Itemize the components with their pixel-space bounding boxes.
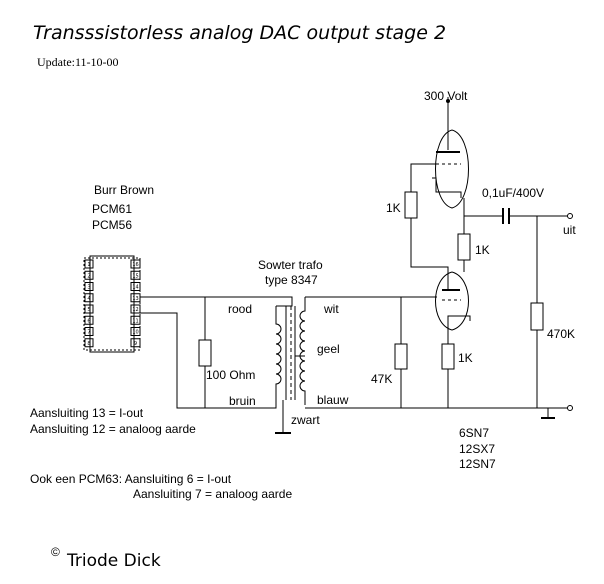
chip-pin-right [130, 270, 141, 280]
note-line: Aansluiting 13 = I-out [30, 406, 144, 420]
chip-pin-left [84, 282, 94, 291]
chip-pin-number: 2 [87, 273, 90, 279]
input-wiring [140, 296, 293, 409]
resistor-grid-1k-label: 1K [386, 201, 401, 215]
secondary-wiring [305, 296, 568, 409]
chip-pin-number: 1 [87, 262, 90, 268]
capacitor-label: 0,1uF/400V [482, 186, 544, 200]
capacitor [502, 208, 568, 224]
chip-pin-left [84, 338, 94, 348]
resistor-mid-1k-label: 1K [475, 243, 490, 257]
wire-label-bruin: bruin [229, 394, 256, 408]
chip-pin-right [130, 338, 141, 348]
chip-pin-left [84, 259, 94, 269]
output-terminal-signal [567, 213, 573, 219]
chip-pin-number: 11 [132, 318, 138, 324]
tube-type-label: 6SN7 [459, 426, 489, 440]
trafo-type-label: type 8347 [265, 273, 318, 287]
chip-pin-right [130, 304, 141, 314]
tube-upper [432, 104, 502, 234]
transformer [275, 297, 306, 434]
chip-pin-number: 16 [132, 262, 138, 268]
chip-pin-number: 14 [132, 285, 138, 291]
note-line: Aansluiting 12 = analoog aarde [30, 422, 196, 436]
supply-node [446, 99, 450, 103]
resistor-47k-label: 47K [371, 372, 392, 386]
chip-pin-left [84, 304, 94, 314]
tube-type-label: 12SN7 [459, 457, 496, 471]
copyright-symbol: © [51, 545, 60, 559]
trafo-name-label: Sowter trafo [258, 258, 323, 272]
copyright-author: Triode Dick [66, 551, 161, 571]
chip-pin-number: 9 [134, 341, 137, 347]
resistor-mid-1k [457, 233, 471, 261]
chip-pin-right [130, 327, 141, 336]
note-line: Aansluiting 7 = analoog aarde [133, 487, 292, 501]
chip-pin-number: 15 [132, 273, 138, 279]
chip-pin-number: 3 [87, 285, 90, 291]
resistor-cathode-1k [441, 343, 455, 370]
chip-pin-number: 7 [87, 330, 90, 336]
chip-pin-right [130, 315, 141, 325]
chip-pin-number: 13 [132, 296, 138, 302]
supply-label: 300 Volt [424, 89, 468, 103]
chip-pin-number: 6 [87, 318, 90, 324]
update-date: Update:11-10-00 [37, 55, 119, 69]
resistor-470k [530, 302, 544, 331]
output-terminal-ground [567, 405, 573, 411]
output-label: uit [563, 223, 576, 237]
chip-pin-left [84, 270, 94, 280]
chip-pin-number: 8 [87, 341, 90, 347]
chip-pin-right [130, 259, 141, 269]
chip-pin-right [130, 282, 141, 291]
chip-model-label: PCM56 [92, 218, 132, 232]
wire-label-geel: geel [317, 342, 340, 356]
chip-brand-label: Burr Brown [94, 183, 154, 197]
grid-resistor-wiring [410, 163, 449, 272]
tube-lower [435, 271, 471, 332]
chip-model-label: PCM61 [92, 202, 132, 216]
resistor-47k [394, 343, 408, 370]
chip-pin-number: 5 [87, 307, 90, 313]
chip-pin-right [130, 293, 141, 303]
page-title: Transssistorless analog DAC output stage… [33, 22, 446, 44]
wire-label-wit: wit [323, 302, 339, 316]
chip-pin-left [84, 327, 94, 336]
chip-pin-number: 10 [132, 330, 138, 336]
resistor-grid-1k [404, 191, 418, 219]
resistor-100ohm-label: 100 Ohm [206, 368, 255, 382]
chip-pin-number: 12 [132, 307, 138, 313]
chip-pin-left [84, 315, 94, 325]
wire-label-blauw: blauw [317, 393, 349, 407]
chip-pin-number: 4 [87, 296, 90, 302]
resistor-470k-label: 470K [547, 327, 575, 341]
chip-pin-left [84, 293, 94, 303]
resistor-cathode-1k-label: 1K [458, 351, 473, 365]
resistor-100ohm [198, 339, 212, 367]
ground-symbol [541, 408, 555, 419]
wire-label-rood: rood [228, 302, 252, 316]
tube-type-label: 12SX7 [459, 442, 495, 456]
note-line: Ook een PCM63: Aansluiting 6 = I-out [30, 472, 232, 486]
wire-label-zwart: zwart [291, 413, 320, 427]
